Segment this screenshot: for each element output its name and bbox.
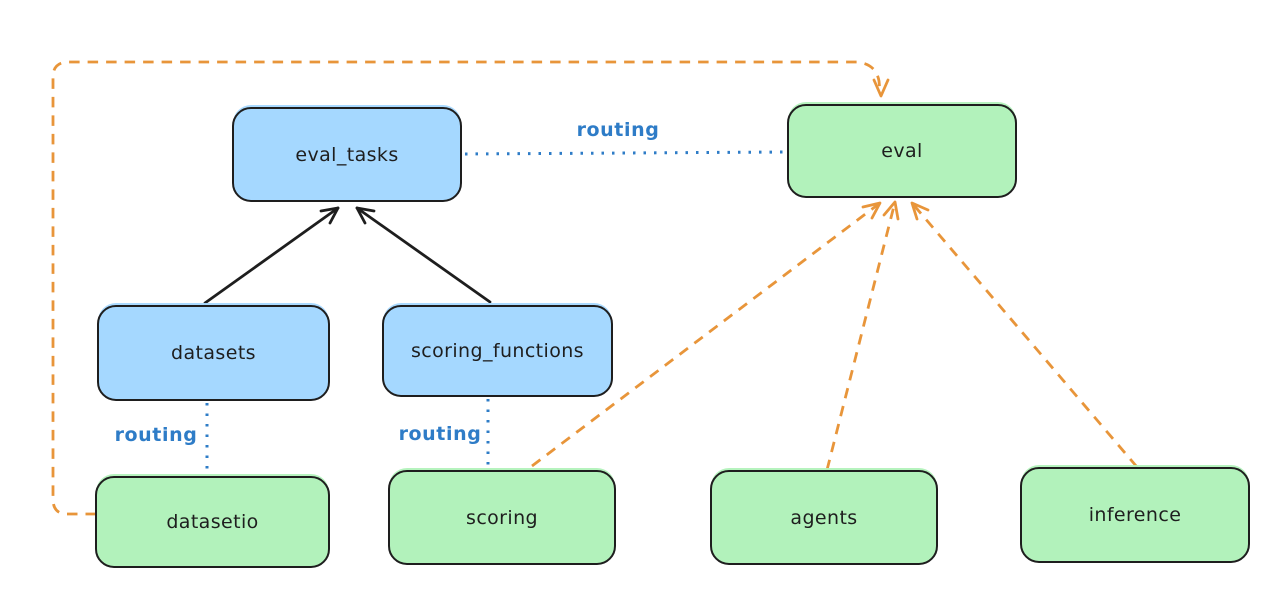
node-datasets: datasets bbox=[97, 305, 330, 401]
node-eval-tasks: eval_tasks bbox=[232, 107, 462, 202]
node-scoring: scoring bbox=[388, 470, 616, 565]
node-agents: agents bbox=[710, 470, 938, 565]
edge-agents-to-eval bbox=[825, 201, 897, 471]
node-datasetio-label: datasetio bbox=[166, 511, 259, 533]
node-inference-label: inference bbox=[1088, 504, 1182, 526]
node-datasets-label: datasets bbox=[171, 342, 256, 364]
edge-inference-to-eval bbox=[910, 202, 1139, 468]
arrowhead-scoring-functions-to-eval-tasks bbox=[355, 206, 376, 225]
arrowhead-scoring-to-eval bbox=[861, 201, 882, 220]
node-eval-tasks-label: eval_tasks bbox=[295, 143, 399, 166]
arrowhead-agents-to-eval bbox=[882, 200, 900, 221]
node-datasetio: datasetio bbox=[95, 476, 330, 568]
arrowhead-datasetio-to-eval bbox=[872, 78, 890, 98]
node-scoring-functions: scoring_functions bbox=[382, 305, 613, 397]
node-eval-label: eval bbox=[881, 140, 923, 162]
node-inference: inference bbox=[1020, 467, 1250, 563]
node-scoring-functions-label: scoring_functions bbox=[411, 340, 584, 362]
edge-datasetio-to-eval-loop bbox=[51, 60, 882, 516]
node-scoring-label: scoring bbox=[466, 506, 538, 529]
arrowhead-datasets-to-eval-tasks bbox=[319, 206, 340, 225]
edge-datasets-to-eval-tasks bbox=[203, 206, 340, 305]
node-agents-label: agents bbox=[790, 506, 858, 529]
edge-eval-tasks-to-eval-routing bbox=[464, 150, 786, 156]
arrowhead-inference-to-eval bbox=[910, 201, 930, 221]
routing-label-datasetio: routing bbox=[114, 424, 198, 446]
edge-scoring-functions-to-eval-tasks bbox=[355, 206, 492, 304]
node-eval: eval bbox=[787, 104, 1017, 198]
routing-label-scoring: routing bbox=[398, 423, 482, 445]
routing-label-top: routing bbox=[576, 119, 660, 141]
